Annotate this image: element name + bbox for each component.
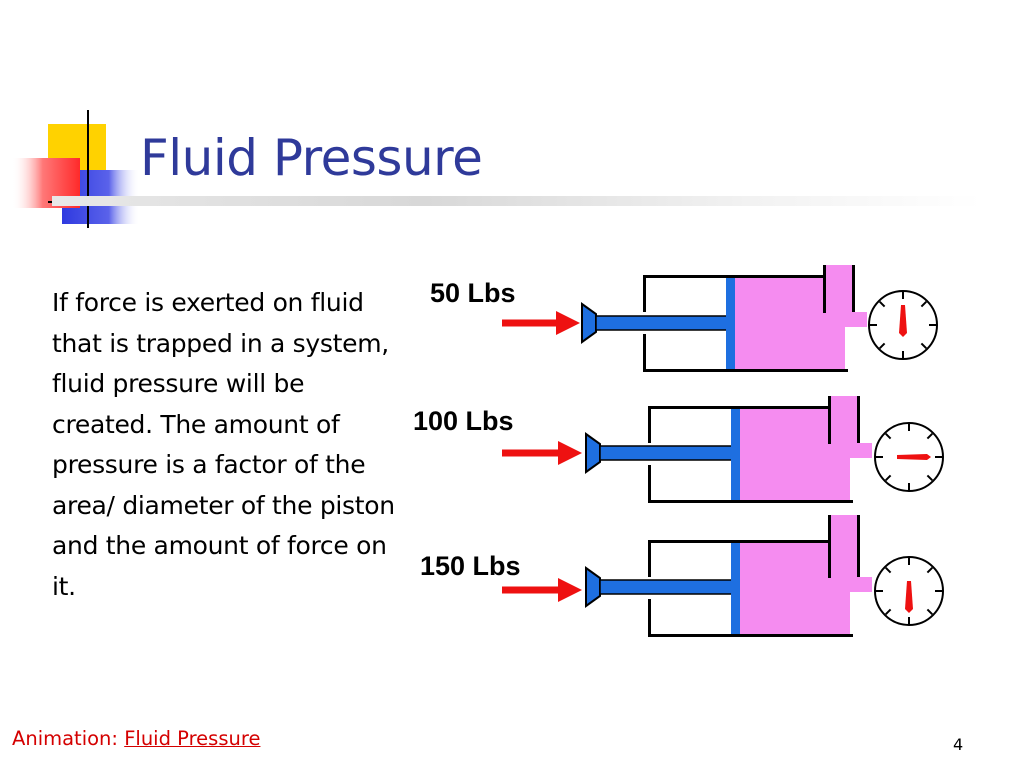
fluid-pressure-animation-link[interactable]: Fluid Pressure [124, 727, 261, 750]
cylinder-3 [648, 540, 853, 637]
pressure-gauge-2 [874, 422, 944, 492]
cylinder-1 [643, 275, 848, 372]
force-arrow-3 [502, 578, 582, 602]
piston-unit-2: 100 Lbs [413, 396, 944, 503]
piston-rod-1 [581, 278, 735, 369]
force-label-2: 100 Lbs [413, 406, 514, 436]
animation-footer: Animation: Fluid Pressure [12, 727, 260, 750]
force-arrow-2 [502, 441, 582, 465]
footer-prefix: Animation: [12, 727, 125, 750]
fluid-2 [738, 396, 872, 500]
title-underline [52, 196, 982, 206]
fluid-1 [733, 265, 867, 369]
piston-rod-2 [585, 409, 740, 500]
gauge-needle-3 [905, 581, 913, 613]
force-label-1: 50 Lbs [430, 278, 516, 308]
piston-rod-3 [585, 543, 740, 634]
piston-unit-3: 150 Lbs [420, 515, 944, 637]
slide-number: 4 [953, 735, 964, 754]
gauge-needle-1 [899, 305, 907, 337]
force-label-3: 150 Lbs [420, 551, 521, 581]
fluid-3 [738, 515, 872, 634]
force-arrow-1 [502, 311, 580, 335]
pressure-gauge-1 [868, 290, 938, 360]
gauge-needle-2 [897, 454, 931, 460]
slide-title: Fluid Pressure [140, 129, 483, 187]
piston-unit-1: 50 Lbs [430, 265, 938, 372]
pressure-gauge-3 [874, 556, 944, 626]
cylinder-2 [648, 406, 853, 503]
slide-body-text: If force is exerted on fluid that is tra… [52, 288, 395, 601]
